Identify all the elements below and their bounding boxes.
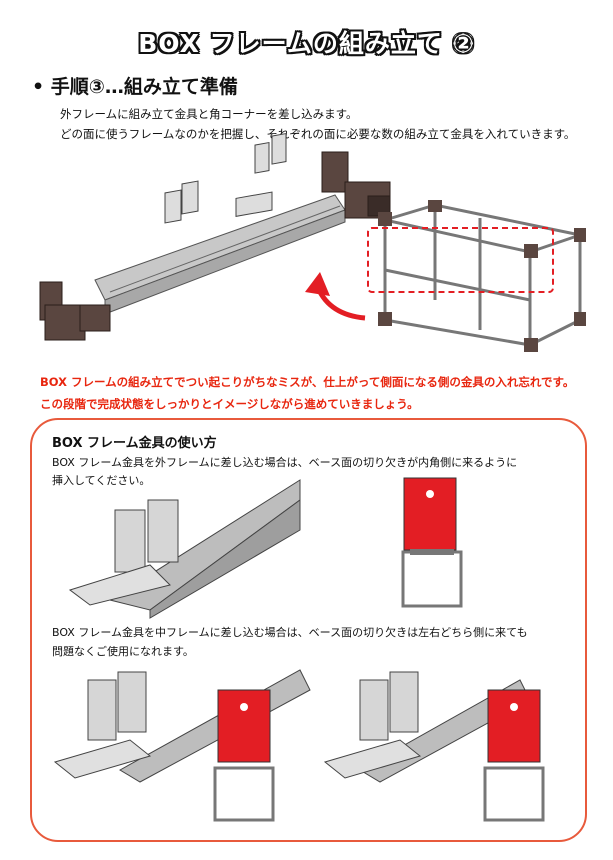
step-heading: • 手順③…組み立て準備 (32, 76, 238, 98)
inner-rail-left (53, 669, 311, 783)
arrow-head-icon (305, 272, 330, 296)
intro-line-1: 外フレームに組み立て金具と角コーナーを差し込みます。 (60, 107, 358, 121)
outer-bracket-detail (401, 477, 463, 608)
assembly-brackets (164, 132, 287, 224)
panel-title: BOX フレーム金具の使い方 (52, 436, 217, 451)
outer-rail-illustration (68, 479, 301, 619)
intro-line-2: どの面に使うフレームなのかを把握し、それぞれの面に必要な数の組み立て金具を入れて… (60, 127, 576, 141)
outer-frame-rail (94, 194, 346, 315)
page-title: BOX フレームの組み立て ② (138, 29, 475, 58)
highlight-dashed-box (367, 227, 554, 293)
inner-bracket-left (213, 689, 275, 822)
warning-line-2: この段階で完成状態をしっかりとイメージしながら進めていきましょう。 (40, 397, 419, 411)
warning-line-1: BOX フレームの組み立てでつい起こりがちなミスが、仕上がって側面になる側の金具… (40, 375, 575, 389)
inner-frame-text-1: BOX フレーム金具を中フレームに差し込む場合は、ベース面の切り欠きは左右どちら… (52, 626, 528, 639)
inner-frame-text-2: 問題なくご使用になれます。 (52, 645, 194, 658)
box-frame-corners (378, 200, 586, 352)
usage-panel (30, 418, 587, 842)
outer-frame-text-2: 挿入してください。 (52, 474, 151, 487)
outer-frame-text-1: BOX フレーム金具を外フレームに差し込む場合は、ベース面の切り欠きが内角側に来… (52, 456, 518, 469)
inner-bracket-right (483, 689, 545, 822)
corner-connector-left (39, 281, 111, 341)
